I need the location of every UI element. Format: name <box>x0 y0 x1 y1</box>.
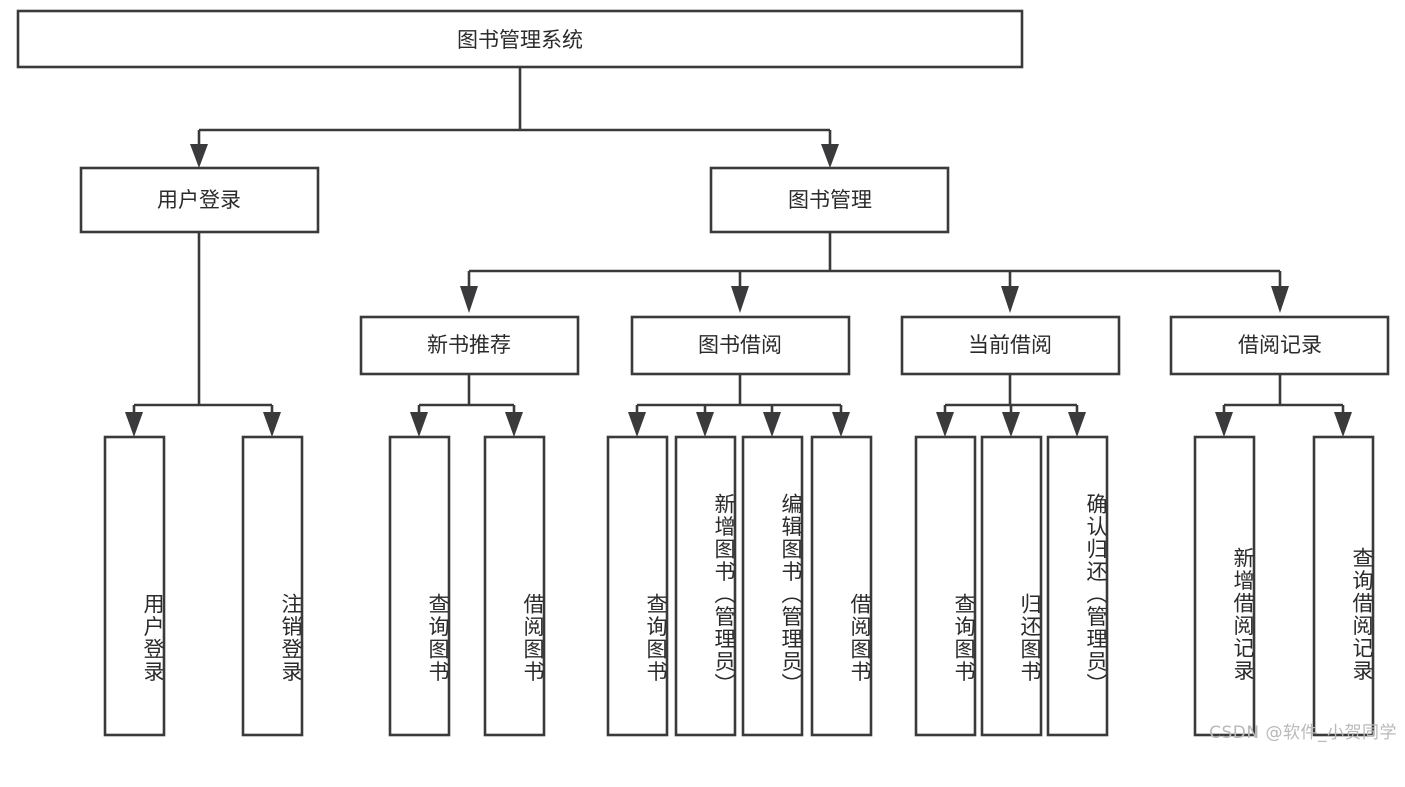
flowchart-canvas: 图书管理系统 用户登录 图书管理 <box>16 9 1397 743</box>
node-current-borrow[interactable]: 当前借阅 <box>900 315 1121 376</box>
leaf-box-user-login-2[interactable] <box>241 435 304 737</box>
arrow-head-leaf-user-login-2 <box>263 412 281 437</box>
leaf-box-current-borrow-3[interactable] <box>1046 435 1109 737</box>
node-book-borrow-label: 图书借阅 <box>698 333 782 357</box>
node-book-manage-box <box>709 166 950 234</box>
leaf-box-current-borrow-1[interactable] <box>914 435 977 737</box>
node-borrow-record[interactable]: 借阅记录 <box>1169 315 1390 376</box>
arrow-head-br-leaf-1 <box>1215 412 1233 437</box>
leaf-box-book-borrow-4[interactable] <box>810 435 873 737</box>
node-book-borrow-box <box>630 315 851 376</box>
leaf-box-book-borrow-3[interactable] <box>741 435 804 737</box>
arrow-head-book-manage <box>821 144 839 168</box>
node-current-borrow-box <box>900 315 1121 376</box>
node-current-borrow-label: 当前借阅 <box>968 333 1052 357</box>
node-borrow-record-label: 借阅记录 <box>1238 333 1322 357</box>
arrow-head-cb-leaf-3 <box>1068 412 1086 437</box>
leaf-box-current-borrow-2[interactable] <box>980 435 1043 737</box>
leaf-box-book-borrow-2[interactable] <box>674 435 737 737</box>
arrow-head-current-borrow <box>1001 286 1019 313</box>
arrow-head-borrow-record <box>1271 286 1289 313</box>
csdn-watermark: CSDN @软件_小贺同学 <box>1209 723 1397 743</box>
arrow-head-cb-leaf-2 <box>1002 412 1020 437</box>
node-new-book-recommend[interactable]: 新书推荐 <box>359 315 580 376</box>
leaf-box-borrow-record-2[interactable] <box>1312 435 1375 737</box>
leaf-box-borrow-record-1[interactable] <box>1193 435 1256 737</box>
node-root[interactable]: 图书管理系统 <box>16 9 1024 69</box>
arrow-head-leaf-user-login-1 <box>125 412 143 437</box>
arrow-head-cb-leaf-1 <box>936 412 954 437</box>
leaf-box-new-book-2[interactable] <box>483 435 546 737</box>
node-book-borrow[interactable]: 图书借阅 <box>630 315 851 376</box>
node-root-box <box>16 9 1024 69</box>
arrow-head-br-leaf-2 <box>1334 412 1352 437</box>
arrow-head-book-borrow <box>731 286 749 313</box>
node-book-manage[interactable]: 图书管理 <box>709 166 950 234</box>
node-borrow-record-box <box>1169 315 1390 376</box>
leaf-box-new-book-1[interactable] <box>388 435 451 737</box>
arrow-head-bb-leaf-3 <box>763 412 781 437</box>
node-user-login[interactable]: 用户登录 <box>79 166 320 234</box>
node-user-login-label: 用户登录 <box>157 188 241 212</box>
arrow-head-user-login <box>190 144 208 168</box>
node-new-book-recommend-box <box>359 315 580 376</box>
flowchart-svg: 图书管理系统 用户登录 图书管理 <box>16 9 1390 737</box>
arrow-head-new-book <box>460 286 478 313</box>
node-new-book-recommend-label: 新书推荐 <box>427 333 511 357</box>
leaf-box-user-login-1[interactable] <box>103 435 166 737</box>
node-book-manage-label: 图书管理 <box>788 188 872 212</box>
leaf-box-book-borrow-1[interactable] <box>606 435 669 737</box>
arrow-head-nb-leaf-2 <box>505 412 523 437</box>
arrow-head-bb-leaf-4 <box>832 412 850 437</box>
arrow-head-bb-leaf-2 <box>696 412 714 437</box>
arrow-head-nb-leaf-1 <box>410 412 428 437</box>
arrow-head-bb-leaf-1 <box>628 412 646 437</box>
node-root-label: 图书管理系统 <box>457 28 583 52</box>
